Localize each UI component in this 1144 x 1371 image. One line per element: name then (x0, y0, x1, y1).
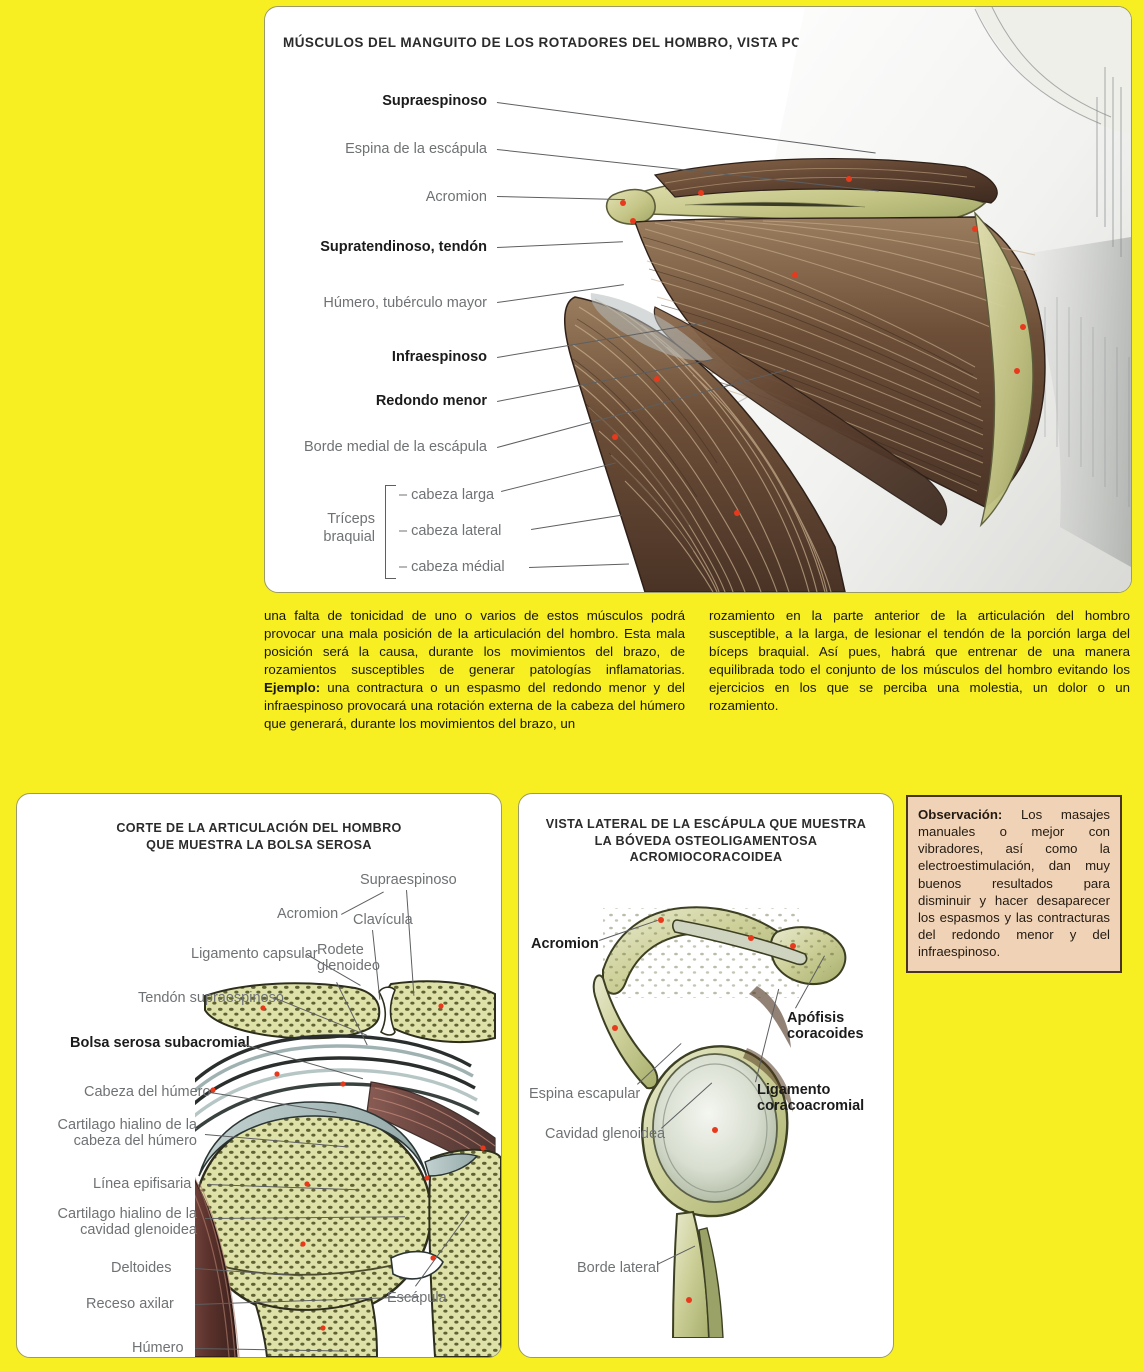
scap-label-apofisis-l1: Apófisis (787, 1010, 845, 1026)
cut-label-tendon-supraespinoso: Tendón supraespinoso (138, 990, 284, 1006)
label-humero-tuberculo-mayor: Húmero, tubérculo mayor (323, 295, 487, 311)
observation-text: Los masajes manuales o mejor con vibrado… (918, 807, 1110, 960)
cut-label-cartilago-cabeza: Cartilago hialino de la cabeza del húmer… (27, 1117, 197, 1149)
scap-label-cavidad-glenoidea: Cavidad glenoidea (545, 1126, 666, 1142)
top-panel-title: MÚSCULOS DEL MANGUITO DE LOS ROTADORES D… (283, 35, 866, 50)
scap-title-line3: ACROMIOCORACOIDEA (629, 850, 783, 865)
cut-label-clavicula: Clavícula (353, 912, 413, 928)
rotator-cuff-figure-panel: MÚSCULOS DEL MANGUITO DE LOS ROTADORES D… (264, 6, 1132, 593)
scap-title-line1: VISTA LATERAL DE LA ESCÁPULA QUE MUESTRA (545, 817, 867, 831)
scap-label-espina-escapular: Espina escapular (529, 1086, 641, 1102)
cut-label-rodete-l2: glenoideo (317, 958, 380, 975)
label-espina-escapula: Espina de la escápula (345, 141, 487, 157)
body-text-block: una falta de tonicidad de uno o varios d… (264, 607, 1130, 757)
observation-box: Observación: Los masajes manuales o mejo… (906, 795, 1122, 974)
scap-label-apofisis-l2: coracoides (787, 1026, 864, 1043)
scap-label-acromion: Acromion (531, 936, 599, 952)
cut-label-cartilago-cabeza-l1: Cartilago hialino de la (57, 1117, 197, 1133)
observation-lead: Observación: (918, 807, 1003, 822)
triceps-group-label-line1: Tríceps (327, 511, 375, 527)
triceps-bracket (385, 485, 396, 579)
left-col-lead: Ejemplo: (264, 680, 321, 696)
cut-label-receso-axilar: Receso axilar (86, 1296, 174, 1312)
cut-label-cartilago-glenoidea: Cartilago hialino de la cavidad glenoide… (27, 1206, 197, 1238)
scap-label-borde-lateral: Borde lateral (577, 1260, 660, 1276)
cut-label-bolsa-serosa: Bolsa serosa subacromial (70, 1035, 250, 1051)
cut-label-cartilago-glenoidea-l2: cavidad glenoidea (80, 1222, 197, 1239)
cut-title-line2: QUE MUESTRA LA BOLSA SEROSA (146, 837, 372, 852)
cut-label-cabeza-humero: Cabeza del húmero (84, 1084, 211, 1100)
cut-label-deltoides: Deltoides (111, 1260, 172, 1276)
scap-label-ligamento-l2: coracoacromial (757, 1098, 865, 1115)
cut-label-linea-epifisaria: Línea epifisaria (93, 1176, 192, 1192)
triceps-bracket-group: Tríceps braquial – cabeza larga – cabeza… (309, 479, 529, 583)
cut-title-line1: CORTE DE LA ARTICULACIÓN DEL HOMBRO (116, 821, 402, 835)
left-col-part1: una falta de tonicidad de uno o varios d… (264, 608, 685, 678)
body-text-right-column: rozamiento en la parte anterior de la ar… (709, 608, 1130, 714)
scap-label-ligamento: Ligamento coracoacromial (757, 1082, 877, 1114)
cut-label-ligamento-capsular-2: Ligamento capsular (191, 946, 318, 962)
label-acromion-top: Acromion (425, 189, 487, 205)
label-redondo-menor: Redondo menor (375, 393, 487, 409)
body-text-left-column: una falta de tonicidad de uno o varios d… (264, 607, 685, 757)
cut-label-humero: Húmero (132, 1340, 184, 1356)
cut-panel-title: CORTE DE LA ARTICULACIÓN DEL HOMBRO QUE … (17, 820, 501, 853)
triceps-head-lateral: – cabeza lateral (399, 523, 502, 539)
triceps-head-larga: – cabeza larga (399, 487, 495, 503)
triceps-group-label-line2: braquial (323, 529, 375, 545)
scap-label-apofisis: Apófisis coracoides (787, 1010, 883, 1042)
cut-label-cartilago-cabeza-l2: cabeza del húmero (73, 1133, 197, 1150)
label-supratendinoso-tendon: Supratendinoso, tendón (320, 239, 487, 255)
scap-label-ligamento-l1: Ligamento (757, 1082, 831, 1098)
lateral-scapula-panel: VISTA LATERAL DE LA ESCÁPULA QUE MUESTRA… (518, 793, 894, 1358)
cut-label-cartilago-glenoidea-l1: Cartilago hialino de la (57, 1206, 197, 1222)
label-infraespinoso: Infraespinoso (391, 349, 487, 365)
cut-label-supraespinoso: Supraespinoso (360, 872, 457, 888)
left-col-part2: una contractura o un espasmo del redondo… (264, 680, 685, 732)
cut-label-acromion: Acromion (277, 906, 339, 922)
scap-title-line2: LA BÓVEDA OSTEOLIGAMENTOSA (594, 833, 818, 848)
shoulder-cross-section-panel: CORTE DE LA ARTICULACIÓN DEL HOMBRO QUE … (16, 793, 502, 1358)
posterior-shoulder-illustration (505, 7, 1131, 592)
cut-label-rodete: Rodete glenoideo (317, 942, 391, 974)
shoulder-cross-section-illustration (195, 962, 501, 1357)
triceps-head-medial: – cabeza médial (399, 559, 505, 575)
label-supraespinoso: Supraespinoso (382, 93, 487, 109)
label-borde-medial-escapula: Borde medial de la escápula (304, 439, 487, 455)
cut-label-escapula: Escápula (387, 1290, 447, 1306)
scapula-panel-title: VISTA LATERAL DE LA ESCÁPULA QUE MUESTRA… (519, 816, 893, 866)
cut-label-rodete-l1: Rodete (317, 942, 364, 958)
